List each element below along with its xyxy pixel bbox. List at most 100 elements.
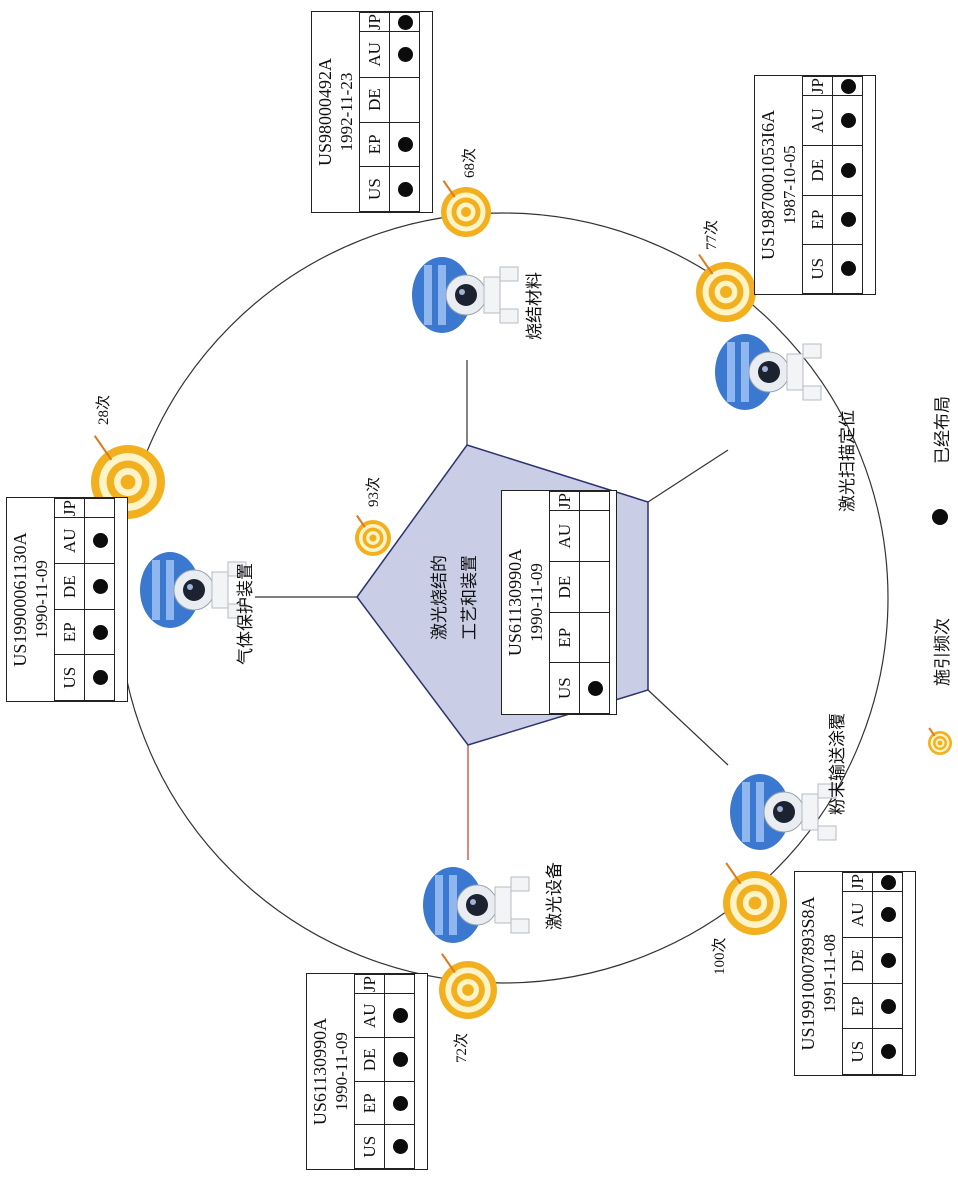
legend-target-icon xyxy=(928,727,952,755)
deployed-dot-icon xyxy=(393,1052,409,1068)
office-code-ep: EP xyxy=(54,609,85,655)
node-label-powder-feed: 粉末输送涂覆 xyxy=(828,713,848,815)
office-code-de: DE xyxy=(842,937,873,984)
deployed-dot-icon xyxy=(881,874,897,890)
patent-date: 1990-11-09 xyxy=(32,560,51,639)
deployed-dot-icon xyxy=(93,670,109,686)
office-status-us xyxy=(384,1124,415,1169)
office-status-us xyxy=(832,244,863,294)
office-code-us: US xyxy=(802,244,833,294)
office-code-au: AU xyxy=(359,31,390,78)
office-status-ep xyxy=(832,195,863,245)
office-code-jp: JP xyxy=(354,974,385,994)
office-code-au: AU xyxy=(842,891,873,938)
office-status-row xyxy=(389,12,420,212)
legend-dot-icon xyxy=(932,509,948,525)
office-code-au: AU xyxy=(549,510,580,562)
patent-date: 1990-11-09 xyxy=(332,1032,351,1111)
office-status-au xyxy=(832,95,863,146)
deployed-dot-icon xyxy=(393,1139,409,1155)
deployed-dot-icon xyxy=(93,533,109,549)
count-gas-protection: 28次 xyxy=(96,394,112,425)
office-status-de xyxy=(832,145,863,196)
patent-date: 1992-11-23 xyxy=(337,72,356,152)
deployed-dot-icon xyxy=(93,579,109,595)
office-code-au: AU xyxy=(354,993,385,1038)
office-code-us: US xyxy=(549,662,580,714)
office-status-de xyxy=(84,563,115,610)
office-status-us xyxy=(389,166,420,212)
office-code-de: DE xyxy=(354,1037,385,1082)
count-center: 93次 xyxy=(366,476,382,507)
office-status-ep xyxy=(389,122,420,167)
deployed-dot-icon xyxy=(398,14,414,30)
patent-number: US61130990A xyxy=(310,1017,330,1126)
deployed-dot-icon xyxy=(398,181,414,197)
office-code-de: DE xyxy=(549,561,580,613)
office-status-ep xyxy=(384,1081,415,1125)
office-status-row xyxy=(84,498,115,701)
deployed-dot-icon xyxy=(841,212,857,228)
node-label-laser-device: 激光设备 xyxy=(545,862,565,930)
office-code-jp: JP xyxy=(802,76,833,96)
target-icon-powder-feed xyxy=(723,862,787,935)
spoke-laser-scan xyxy=(647,449,729,503)
robot-icon-gas-protection xyxy=(140,552,247,628)
deployed-dot-icon xyxy=(93,624,109,640)
office-code-jp: JP xyxy=(549,491,580,511)
patent-number: US19900061130A xyxy=(10,532,30,667)
target-icon-sintering-material xyxy=(441,180,491,237)
patent-date: 1987-10-05 xyxy=(780,145,799,225)
count-laser-scan: 77次 xyxy=(704,219,720,250)
spoke-powder-feed xyxy=(647,689,729,766)
office-status-au xyxy=(84,517,115,564)
patent-number: US61130990A xyxy=(505,548,525,657)
office-status-row xyxy=(832,76,863,294)
office-status-us xyxy=(84,654,115,701)
deployed-dot-icon xyxy=(881,1044,897,1060)
office-status-ep xyxy=(84,609,115,655)
office-status-au xyxy=(579,510,610,562)
target-icon-laser-scan xyxy=(696,253,756,322)
patent-date: 1990-11-09 xyxy=(527,563,546,642)
office-status-ep xyxy=(579,612,610,663)
deployed-dot-icon xyxy=(881,998,897,1014)
deployed-dot-icon xyxy=(841,261,857,277)
robot-icon-laser-device xyxy=(423,867,530,943)
center-title-line2: 工艺和装置 xyxy=(460,555,480,640)
office-status-au xyxy=(872,891,903,938)
robot-icon-powder-feed xyxy=(730,774,837,850)
office-code-us: US xyxy=(842,1028,873,1075)
patent-number: US98000492A xyxy=(315,58,335,167)
office-status-row xyxy=(384,974,415,1169)
deployed-dot-icon xyxy=(398,46,414,62)
office-status-jp xyxy=(579,491,610,511)
office-status-jp xyxy=(872,872,903,892)
office-status-jp xyxy=(84,498,115,518)
office-status-au xyxy=(384,993,415,1038)
office-code-jp: JP xyxy=(359,12,390,32)
patent-number: US19870001053I6A xyxy=(758,110,778,261)
office-status-ep xyxy=(872,983,903,1029)
office-code-au: AU xyxy=(802,95,833,146)
deployed-dot-icon xyxy=(393,1008,409,1024)
office-code-ep: EP xyxy=(359,122,390,167)
office-code-ep: EP xyxy=(549,612,580,663)
office-code-jp: JP xyxy=(842,872,873,892)
office-code-us: US xyxy=(354,1124,385,1169)
node-label-sintering-material: 烧结材料 xyxy=(525,272,545,340)
